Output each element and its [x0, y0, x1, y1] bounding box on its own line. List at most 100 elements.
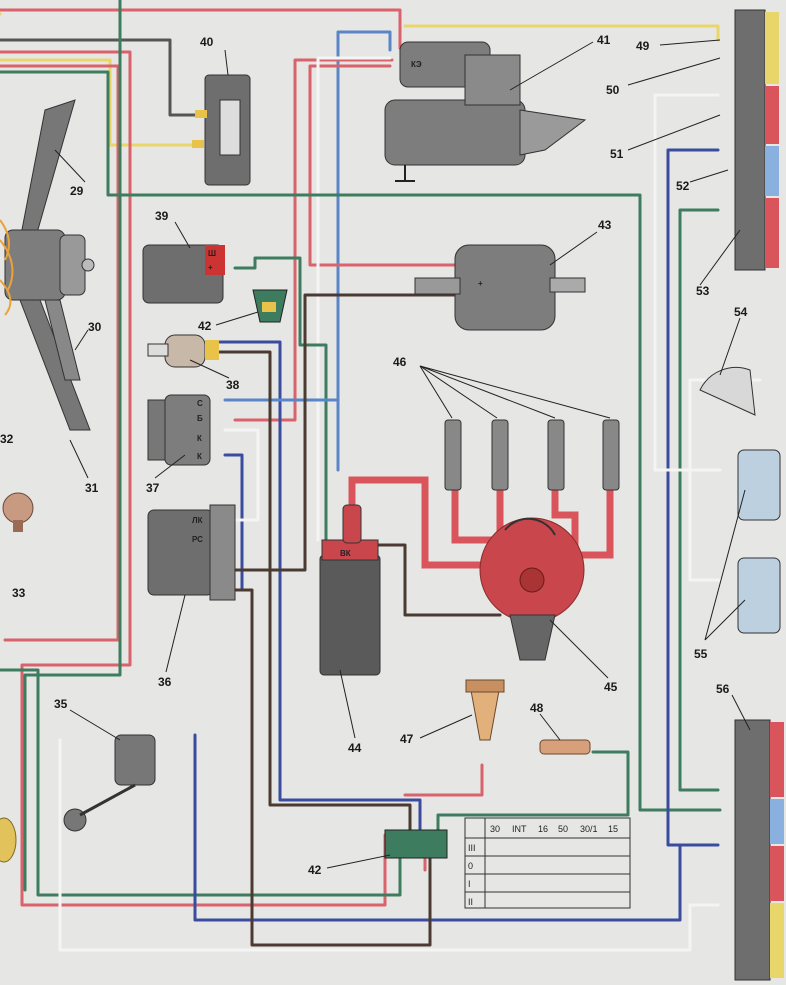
rear-light-left-lens-yellow — [765, 12, 779, 84]
leader-36 — [165, 594, 186, 673]
wire-green-left — [0, 668, 402, 897]
label-44: 44 — [348, 741, 362, 755]
callout-leaders — [54, 39, 751, 869]
spark-plug-1 — [444, 419, 462, 491]
label-36: 36 — [158, 675, 172, 689]
terminal-block-lk: ЛК — [192, 516, 203, 525]
switch-38-plunger — [147, 343, 169, 357]
sensor-35 — [63, 734, 156, 832]
ignition-switch-table: 30 INT 16 50 30/1 15 III 0 I II — [464, 817, 631, 909]
side-lights-55 — [737, 449, 781, 634]
label-54: 54 — [734, 305, 748, 319]
spark-plug-2 — [491, 419, 509, 491]
leader-55b — [704, 599, 746, 641]
headlight-54 — [699, 366, 756, 416]
label-40: 40 — [200, 35, 214, 49]
wire-brown-38 — [218, 350, 412, 837]
wire-blue-right — [666, 148, 720, 847]
label-53: 53 — [696, 284, 710, 298]
sensor-47-body — [469, 684, 501, 741]
sensor-47 — [465, 679, 505, 741]
leader-37 — [154, 454, 186, 479]
wire-red-left1 — [0, 50, 387, 907]
leader-46c — [419, 365, 556, 419]
leader-51 — [627, 114, 721, 151]
rear-light-left-lens-red2 — [765, 198, 779, 268]
front-light-56-lens-red2 — [770, 846, 784, 901]
label-42b: 42 — [308, 863, 322, 877]
wiper-motor-body — [4, 229, 66, 301]
label-47: 47 — [400, 732, 414, 746]
leader-45 — [549, 619, 609, 679]
side-light-upper — [737, 449, 781, 521]
wire-blue-36 — [223, 453, 244, 592]
wires — [0, 0, 762, 952]
distributor-45-body — [509, 614, 556, 661]
terminal-block-rs: РС — [192, 535, 203, 544]
distributor-45 — [479, 517, 585, 661]
leader-54 — [719, 317, 741, 376]
label-50: 50 — [606, 83, 620, 97]
horn-button — [0, 817, 17, 863]
rear-light-left-lens-red — [765, 86, 779, 144]
sensor-48 — [539, 739, 591, 755]
terminal-switch-s: С — [197, 399, 203, 408]
leader-41 — [509, 41, 594, 91]
wire-brown-bottom — [233, 588, 432, 947]
label-52: 52 — [676, 179, 690, 193]
coil-44-body — [319, 554, 381, 676]
ht-lead-coil — [348, 476, 509, 569]
wire-brown-regulator — [233, 293, 462, 572]
terminal-starter-ke: КЭ — [411, 60, 422, 69]
leader-46b — [419, 365, 498, 419]
label-55: 55 — [694, 647, 708, 661]
wiper-motor-wires — [0, 219, 14, 316]
leader-40 — [224, 49, 229, 76]
wiper-motor-assembly — [0, 99, 95, 431]
voltage-regulator-43: + — [414, 244, 586, 331]
table-header-1: 30 — [490, 824, 500, 834]
wire-lightblue-top — [336, 30, 392, 472]
terminal-coil-vk: ВК — [340, 549, 351, 558]
table-header-5: 30/1 — [580, 824, 598, 834]
wire-blue-38 — [218, 340, 422, 837]
leader-49 — [659, 39, 721, 46]
switch-37-body — [164, 394, 211, 466]
leader-53 — [699, 229, 741, 286]
leader-56 — [731, 694, 751, 731]
leader-46d — [419, 365, 611, 419]
block-36-body — [147, 509, 214, 596]
dome-light — [2, 492, 34, 532]
wire-red-main — [233, 58, 394, 422]
ignition-switch-37: С Б К К — [147, 394, 211, 466]
connector-42-lower — [384, 829, 448, 859]
starter-41: КЭ — [384, 41, 587, 182]
headlight-54-body — [699, 366, 756, 416]
terminal-relay-plus: + — [208, 263, 213, 272]
table-header-6: 15 — [608, 824, 618, 834]
relay-40 — [192, 74, 251, 186]
front-light-56-lens-yellow — [770, 903, 784, 978]
label-32: 32 — [0, 432, 14, 446]
distributor-45-center — [519, 567, 545, 593]
ignition-coil-44: ВК — [319, 504, 381, 676]
terminal-regulator-plus: + — [478, 279, 483, 288]
wire-red-left2 — [0, 64, 120, 642]
wire-green-47 — [436, 750, 630, 837]
sensor-48-body — [539, 739, 591, 755]
wire-black-top — [0, 38, 197, 117]
rear-light-left-lens-blue — [765, 146, 779, 196]
relay-39-terminal-block — [205, 245, 225, 275]
wire-red-top — [0, 8, 402, 50]
leader-44 — [339, 669, 356, 739]
ht-lead-3 — [551, 486, 579, 559]
leader-29 — [54, 149, 86, 183]
terminal-switch-b: Б — [197, 414, 203, 423]
connector-42-lower-body — [384, 829, 448, 859]
ignition-block-36: ЛК РС — [147, 504, 236, 601]
label-42a: 42 — [198, 319, 212, 333]
label-31: 31 — [85, 481, 99, 495]
wire-white-top — [316, 56, 392, 542]
block-36-terminals — [209, 504, 236, 601]
